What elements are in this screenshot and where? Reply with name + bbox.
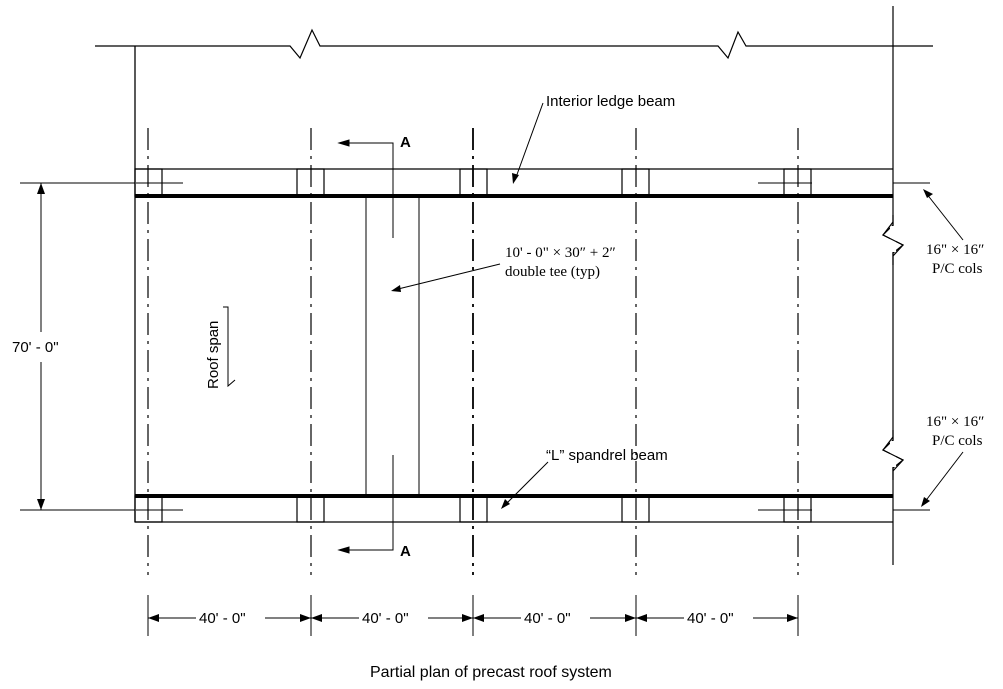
spandrel-beam-label: “L” spandrel beam — [546, 447, 668, 464]
cols-top-leader — [923, 189, 964, 241]
vertical-dimension-label: 70' - 0" — [12, 339, 59, 356]
bay-dimension-1: 40' - 0" — [199, 610, 246, 627]
double-tee-label-line2: double tee (typ) — [505, 264, 600, 280]
spandrel-beam — [135, 494, 893, 523]
column-grid-lines — [147, 128, 799, 575]
section-cut-top — [337, 139, 394, 238]
cols-top-label-line2: P/C cols — [932, 261, 983, 277]
double-tee-label-line1: 10' - 0" × 30″ + 2″ — [505, 245, 616, 261]
columns-bottom-row — [134, 495, 812, 523]
spandrel-beam-leader — [502, 461, 549, 508]
cols-bottom-label-line1: 16" × 16″ — [926, 414, 984, 430]
cols-top-label-line1: 16" × 16″ — [926, 242, 984, 258]
interior-beam-leader — [514, 102, 544, 181]
top-break-line — [95, 28, 933, 60]
bay-dimension-3: 40' - 0" — [524, 610, 571, 627]
double-tee-leader — [393, 263, 501, 291]
bay-dimension-4: 40' - 0" — [687, 610, 734, 627]
vertical-dimension — [20, 182, 930, 511]
bay-dimension-2: 40' - 0" — [362, 610, 409, 627]
section-label-bottom: A — [400, 543, 411, 560]
drawing-title: Partial plan of precast roof system — [370, 664, 612, 681]
cols-bottom-leader — [921, 451, 964, 507]
roof-span-label: Roof span — [205, 321, 222, 389]
double-tee-stems — [365, 196, 420, 496]
column-center-marks — [136, 182, 812, 511]
cols-bottom-label-line2: P/C cols — [932, 433, 983, 449]
interior-ledge-beam — [135, 168, 893, 198]
interior-beam-label: Interior ledge beam — [546, 93, 675, 110]
section-cut-bottom — [337, 455, 394, 554]
roof-span-arrow — [223, 306, 236, 388]
section-label-top: A — [400, 134, 411, 151]
bay-dimension-lines — [147, 595, 799, 636]
